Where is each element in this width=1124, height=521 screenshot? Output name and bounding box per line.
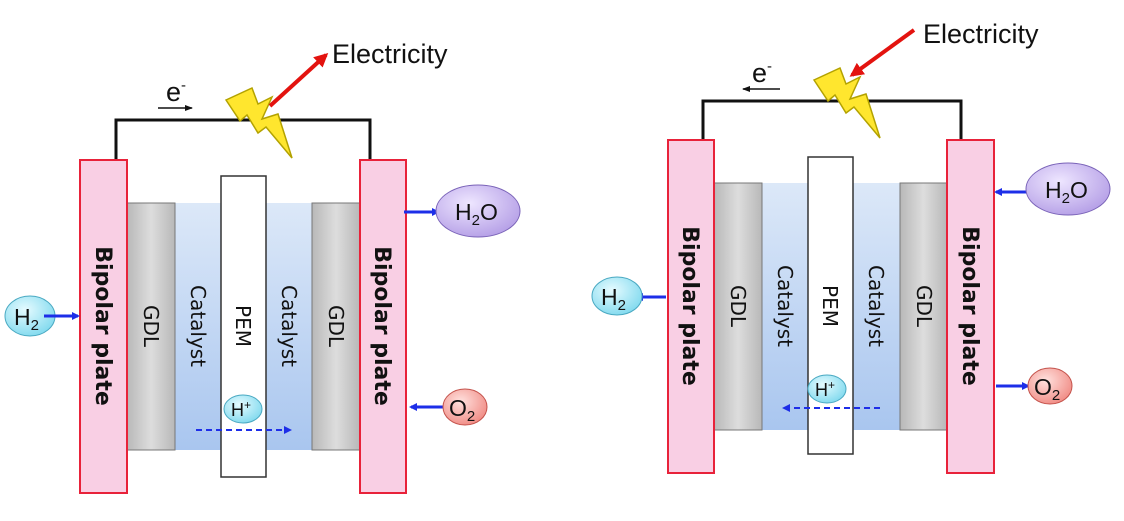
left-bipolar-left-label: Bipolar plate <box>90 246 115 406</box>
left-o2-bubble <box>442 388 488 426</box>
right-bipolar-left-label: Bipolar plate <box>677 226 702 386</box>
left-catalyst-right-label: Catalyst <box>277 285 301 367</box>
right-external-circuit-wire <box>701 99 963 140</box>
right-pem-label: PEM <box>818 285 842 327</box>
right-catalyst-left-layer <box>762 183 808 430</box>
right-gdl-left-layer <box>713 182 763 431</box>
left-lightning-icon <box>224 86 293 159</box>
left-electricity-label: Electricity <box>332 39 448 69</box>
right-bipolar-right-label: Bipolar plate <box>957 226 982 386</box>
right-electricity-arrow <box>849 28 916 77</box>
right-o2-label: O2 <box>1034 374 1060 404</box>
right-h2o-bubble <box>1025 162 1111 216</box>
left-bipolar-plate-right <box>359 159 407 494</box>
right-electron-label: e- <box>752 58 772 88</box>
right-lightning-icon <box>812 66 881 139</box>
right-h2-label: H2 <box>601 284 626 314</box>
left-h2-label: H2 <box>14 304 39 334</box>
right-h2-bubble <box>591 276 643 316</box>
right-catalyst-right-layer <box>853 183 900 430</box>
right-bipolar-plate-left <box>667 139 715 474</box>
left-bipolar-plate-left <box>79 159 128 494</box>
left-h2o-bubble <box>435 184 521 238</box>
right-fuel-cell: e- Electricity Bipolar plate Bipolar pla… <box>591 19 1111 474</box>
left-bipolar-right-label: Bipolar plate <box>369 246 394 406</box>
left-proton-label: H+ <box>231 398 251 420</box>
left-external-circuit-wire <box>114 118 372 160</box>
right-h2o-label: H2O <box>1045 177 1088 207</box>
left-h2o-label: H2O <box>455 199 498 229</box>
right-pem-layer <box>807 156 854 455</box>
right-bipolar-plate-right <box>946 139 995 474</box>
left-catalyst-left-label: Catalyst <box>186 285 210 367</box>
left-proton-bubble <box>223 394 263 424</box>
left-catalyst-right-layer <box>266 203 312 450</box>
left-o2-label: O2 <box>449 395 475 425</box>
left-gdl-right-label: GDL <box>324 305 348 348</box>
right-catalyst-left-label: Catalyst <box>773 265 797 347</box>
left-fuel-cell: e- Electricity Bipolar plate Bipolar pla… <box>4 39 521 494</box>
left-gdl-right-layer <box>311 202 361 451</box>
right-gdl-left-label: GDL <box>726 285 750 328</box>
left-pem-layer <box>220 175 267 478</box>
right-electricity-label: Electricity <box>923 19 1039 49</box>
right-proton-bubble <box>807 374 847 404</box>
right-gdl-right-layer <box>899 182 948 431</box>
left-electricity-arrow <box>268 52 329 108</box>
right-gdl-right-label: GDL <box>912 285 936 328</box>
right-proton-label: H+ <box>815 378 835 400</box>
right-o2-bubble <box>1027 367 1073 405</box>
left-electron-label: e- <box>166 77 186 107</box>
left-catalyst-left-layer <box>175 203 221 450</box>
left-gdl-left-label: GDL <box>139 305 163 348</box>
left-pem-label: PEM <box>231 305 255 347</box>
right-catalyst-right-label: Catalyst <box>864 265 888 347</box>
